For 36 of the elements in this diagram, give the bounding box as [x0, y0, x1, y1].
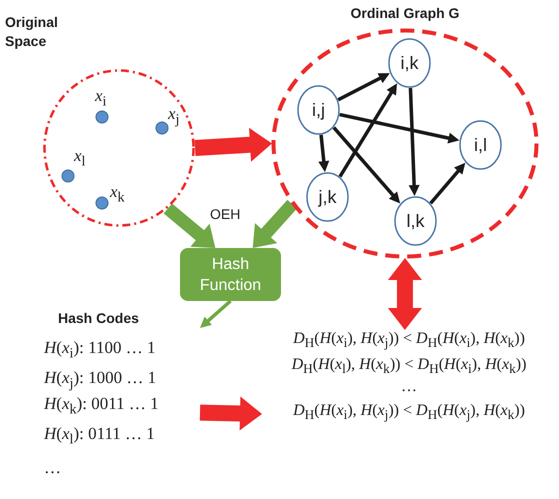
arrow	[429, 162, 466, 204]
node-label: l,k	[406, 210, 424, 232]
arrow	[337, 73, 390, 102]
group-heading: Ordinal Graph G	[350, 5, 460, 21]
arrow	[200, 300, 232, 328]
block-arrow	[388, 258, 422, 330]
point-label: x$_{l}$	[74, 146, 86, 170]
edge-label: OEH	[208, 206, 242, 222]
node-label: i,l	[474, 134, 487, 156]
block-arrow	[164, 204, 216, 248]
group-heading: Original Space	[5, 13, 59, 51]
node-label: i,j	[312, 100, 325, 120]
inequality-text: D$_{H}$(H(x$_{l}$), H(x$_{k}$)) < D$_{H}$(H(x$_{i}$), H(x$_{k}$))	[290, 356, 528, 378]
arrow	[338, 83, 398, 178]
block-arrow	[252, 200, 298, 248]
inequality-text: D$_{H}$(H(x$_{i}$), H(x$_{j}$)) < D$_{H}$(H(x$_{i}$), H(x$_{k}$))	[292, 330, 526, 352]
hash-code-text: H(x$_{j}$): 1000 … 1	[44, 368, 156, 392]
point-label: x$_{i}$	[95, 86, 106, 110]
ellipsis-text: …	[44, 458, 61, 478]
arrow	[408, 88, 420, 196]
process-box: Hash Function	[180, 248, 281, 301]
node-label: j,k	[318, 186, 336, 208]
arrow	[332, 126, 400, 204]
inequality-text: …	[400, 378, 418, 396]
hash-code-text: H(x$_{i}$): 1100 … 1	[44, 338, 156, 362]
arrow	[318, 134, 330, 172]
block-arrow	[200, 396, 262, 430]
point-label: x$_{j}$	[168, 104, 180, 128]
block-arrow	[194, 128, 272, 162]
node-label: i,k	[400, 52, 418, 74]
hash-code-text: H(x$_{k}$): 0011 … 1	[44, 394, 159, 418]
inequality-text: D$_{H}$(H(x$_{i}$), H(x$_{j}$)) < D$_{H}$(H(x$_{j}$), H(x$_{k}$))	[292, 402, 526, 424]
point-label: x$_{k}$	[110, 182, 125, 206]
heading: Hash Codes	[58, 310, 139, 326]
arrow	[339, 112, 460, 144]
hash-code-text: H(x$_{l}$): 0111 … 1	[44, 424, 155, 448]
